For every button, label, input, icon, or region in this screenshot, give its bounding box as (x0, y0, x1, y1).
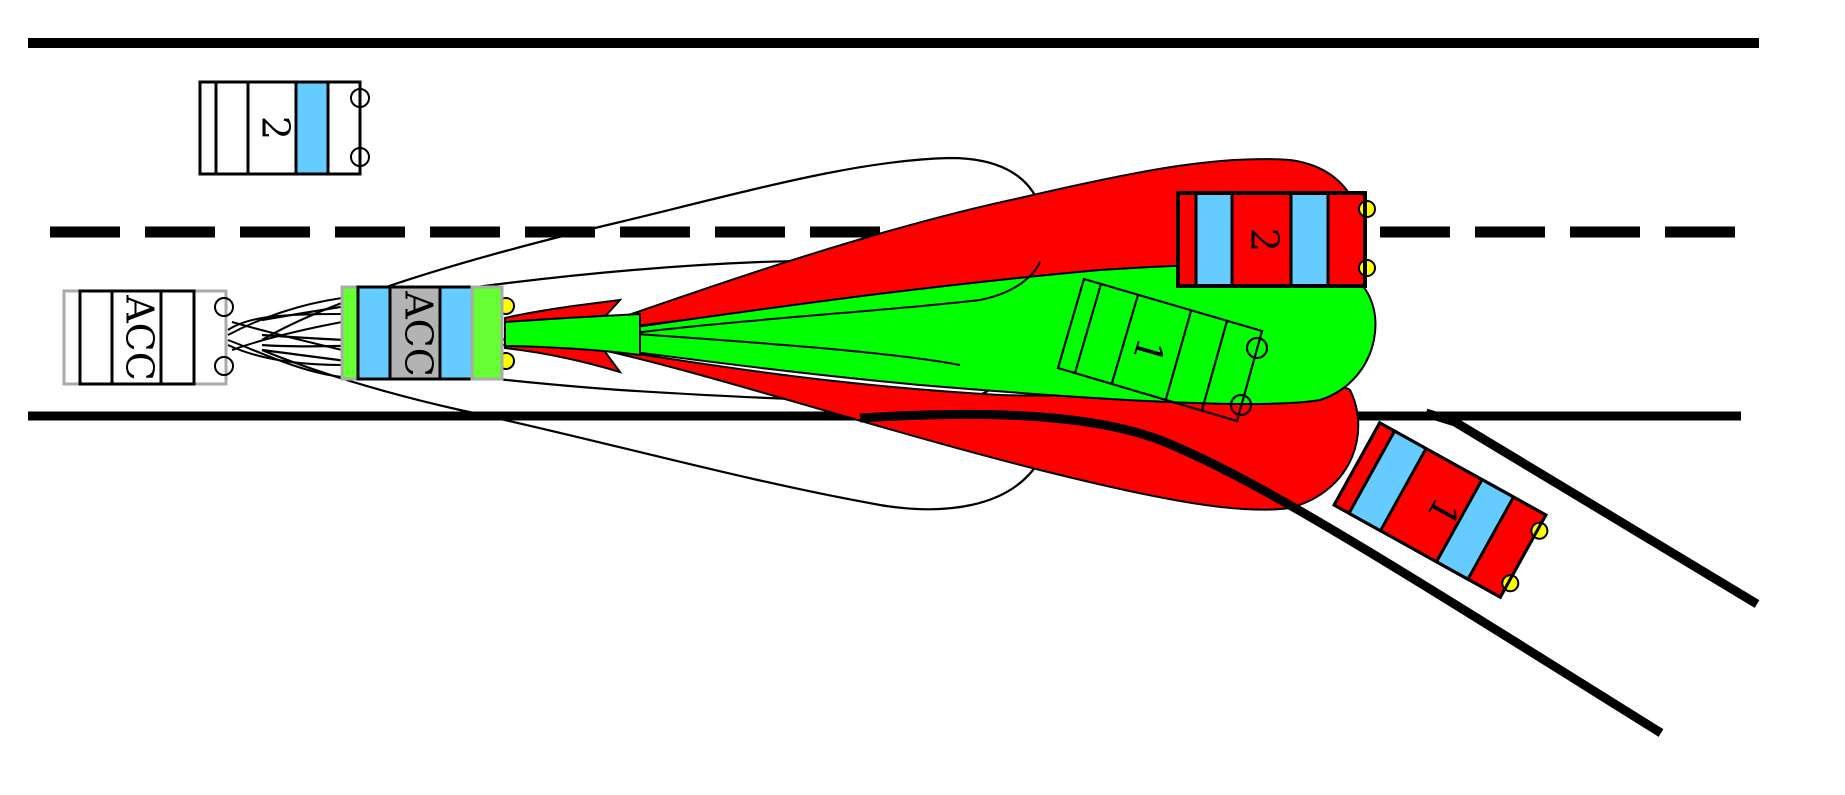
acc-vehicle-label: ACC (397, 290, 441, 377)
exit-ramp-outer-edge (1424, 408, 1760, 608)
ghost-headlight-icon (1245, 336, 1269, 360)
ghost-headlight-icon (350, 88, 370, 108)
ghost-acc-vehicle-label: ACC (118, 294, 162, 381)
safe-lobe-inner-boundary-upper (579, 261, 1041, 341)
ghost-vehicle-2-label: 2 (254, 116, 298, 140)
exit-ramp-inner-edge (859, 409, 1664, 737)
vehicle-2: 2 (1176, 191, 1376, 288)
ghost-headlight-icon (1229, 393, 1253, 417)
ghost-headlight-icon (214, 356, 234, 376)
ghost-vehicle-2: 2 (198, 80, 370, 176)
vehicle-2-label: 2 (1243, 228, 1287, 252)
safe-lobe (579, 263, 1377, 406)
ghost-acc-vehicle: ACC (62, 289, 234, 386)
lower-danger-lobe (579, 344, 1360, 511)
ghost-vehicle-2-window (294, 80, 330, 176)
zone-origin-wedges (504, 298, 641, 374)
vehicle-1: 1 (1332, 420, 1549, 600)
reachable-zones (579, 158, 1377, 511)
ghost-headlight-icon (214, 297, 234, 317)
vehicle-2-rear-window (1194, 191, 1234, 288)
acc-rear-window (356, 285, 392, 381)
acc-front-window (438, 285, 474, 381)
ghost-headlight-icon (350, 147, 370, 167)
acc-vehicle: ACC (340, 285, 515, 381)
acc-trajectory-fan (227, 297, 343, 378)
vehicle-2-front-window (1289, 191, 1330, 288)
